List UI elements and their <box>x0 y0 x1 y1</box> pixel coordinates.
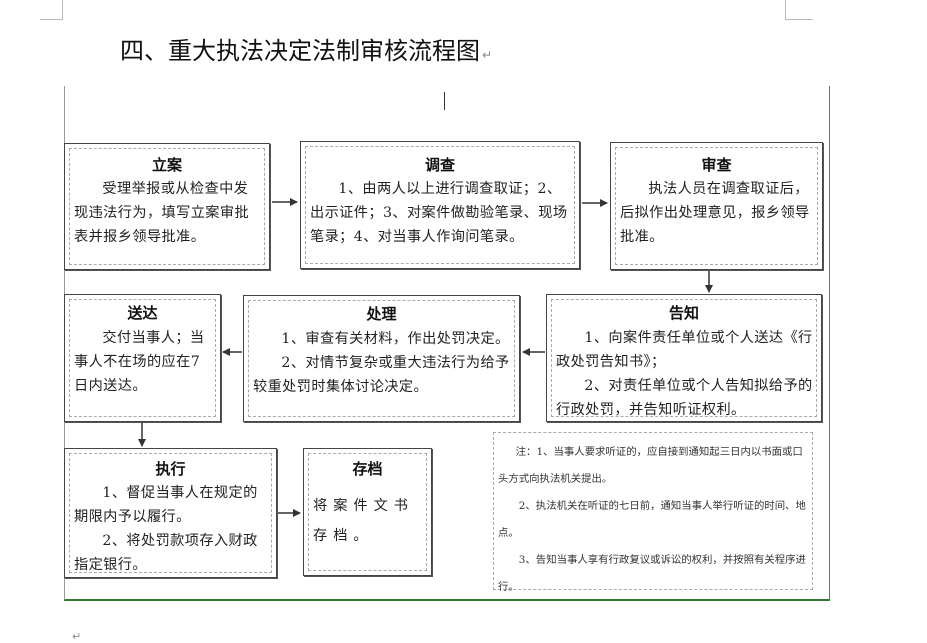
note-box: 注：1、当事人要求听证的，应自接到通知起三日内以书面或口头方式向执法机关提出。 … <box>493 432 813 593</box>
box-investigation: 调查 1、由两人以上进行调查取证；2、出示证件；3、对案件做勘验笔录、现场笔录；… <box>300 141 580 269</box>
box-delivery-body: 交付当事人；当事人不在场的应在7日内送达。 <box>74 326 212 398</box>
crop-mark-right-horizontal <box>785 19 813 20</box>
box-handling-line-1: 1、审查有关材料，作出处罚决定。 <box>281 331 510 347</box>
box-filing-line: 受理举报或从检查中发现违法行为，填写立案审批表并报乡领导批准。 <box>74 181 250 245</box>
box-execution-line-2: 2、将处罚款项存入财政指定银行。 <box>74 533 258 573</box>
box-handling-line-2: 2、对情节复杂或重大违法行为给予较重处罚时集体讨论决定。 <box>253 355 510 395</box>
paragraph-mark-icon: ↵ <box>482 48 493 62</box>
text-cursor <box>444 92 445 110</box>
crop-mark-right-vertical <box>785 0 786 20</box>
page-title: 四、重大执法决定法制审核流程图↵ <box>120 34 492 72</box>
box-review-line: 执法人员在调查取证后，后拟作出处理意见，报乡领导批准。 <box>620 181 810 245</box>
box-execution: 执行 1、督促当事人在规定的期限内予以履行。 2、将处罚款项存入财政指定银行。 <box>64 448 277 578</box>
box-review-inner-border <box>615 147 818 265</box>
note-line-3: 3、告知当事人享有行政复议或诉讼的权利，并按照有关程序进行。 <box>498 554 806 593</box>
page-title-text: 四、重大执法决定法制审核流程图 <box>120 37 480 65</box>
box-filing: 立案 受理举报或从检查中发现违法行为，填写立案审批表并报乡领导批准。 <box>64 143 270 270</box>
box-delivery: 送达 交付当事人；当事人不在场的应在7日内送达。 <box>64 294 221 422</box>
note-text: 注：1、当事人要求听证的，应自接到通知起三日内以书面或口头方式向执法机关提出。 … <box>498 439 808 601</box>
box-notification-title: 告知 <box>668 304 699 322</box>
box-delivery-title: 送达 <box>127 304 158 322</box>
box-notification-line-2: 2、对责任单位或个人告知拟给予的行政处罚，并告知听证权利。 <box>556 378 813 418</box>
box-handling-body: 1、审查有关材料，作出处罚决定。 2、对情节复杂或重大违法行为给予较重处罚时集体… <box>253 327 511 399</box>
box-execution-line-1: 1、督促当事人在规定的期限内予以履行。 <box>74 485 258 525</box>
box-review-body: 执法人员在调查取证后，后拟作出处理意见，报乡领导批准。 <box>620 177 814 249</box>
box-delivery-inner-border <box>69 299 216 417</box>
box-handling-inner-border <box>248 300 515 417</box>
box-execution-inner-border <box>69 453 272 573</box>
box-handling-title: 处理 <box>366 305 397 323</box>
box-execution-title: 执行 <box>155 460 186 478</box>
box-filing-body: 受理举报或从检查中发现违法行为，填写立案审批表并报乡领导批准。 <box>74 177 261 249</box>
crop-mark-left-vertical <box>62 0 63 20</box>
note-line-2: 2、执法机关在听证的七日前，通知当事人举行听证的时间、地点。 <box>498 500 806 539</box>
box-handling: 处理 1、审查有关材料，作出处罚决定。 2、对情节复杂或重大违法行为给予较重处罚… <box>243 295 520 422</box>
box-notification: 告知 1、向案件责任单位或个人送达《行政处罚告知书》； 2、对责任单位或个人告知… <box>546 294 822 422</box>
box-delivery-line: 交付当事人；当事人不在场的应在7日内送达。 <box>74 330 205 394</box>
box-notification-line-1: 1、向案件责任单位或个人送达《行政处罚告知书》； <box>556 330 813 370</box>
box-investigation-line: 1、由两人以上进行调查取证；2、出示证件；3、对案件做勘验笔录、现场笔录；4、对… <box>310 181 568 245</box>
box-review: 审查 执法人员在调查取证后，后拟作出处理意见，报乡领导批准。 <box>610 142 823 270</box>
box-notification-body: 1、向案件责任单位或个人送达《行政处罚告知书》； 2、对责任单位或个人告知拟给予… <box>556 326 813 422</box>
box-investigation-title: 调查 <box>424 156 455 174</box>
box-archive: 存档 将案件文书存档。 <box>303 448 432 576</box>
box-archive-inner-border <box>308 453 427 571</box>
box-archive-body: 将案件文书存档。 <box>313 491 423 551</box>
box-filing-inner-border <box>69 148 265 265</box>
box-archive-title: 存档 <box>352 460 383 478</box>
crop-mark-left-horizontal <box>40 19 63 20</box>
box-filing-title: 立案 <box>151 156 182 174</box>
box-archive-line: 将案件文书存档。 <box>313 498 414 544</box>
box-investigation-body: 1、由两人以上进行调查取证；2、出示证件；3、对案件做勘验笔录、现场笔录；4、对… <box>310 177 571 249</box>
box-notification-inner-border <box>551 299 817 417</box>
box-investigation-inner-border <box>305 146 575 264</box>
note-line-1: 注：1、当事人要求听证的，应自接到通知起三日内以书面或口头方式向执法机关提出。 <box>498 446 803 485</box>
box-review-title: 审查 <box>701 156 732 174</box>
box-execution-body: 1、督促当事人在规定的期限内予以履行。 2、将处罚款项存入财政指定银行。 <box>74 481 268 577</box>
paragraph-mark-bottom-icon: ↵ <box>72 630 82 643</box>
